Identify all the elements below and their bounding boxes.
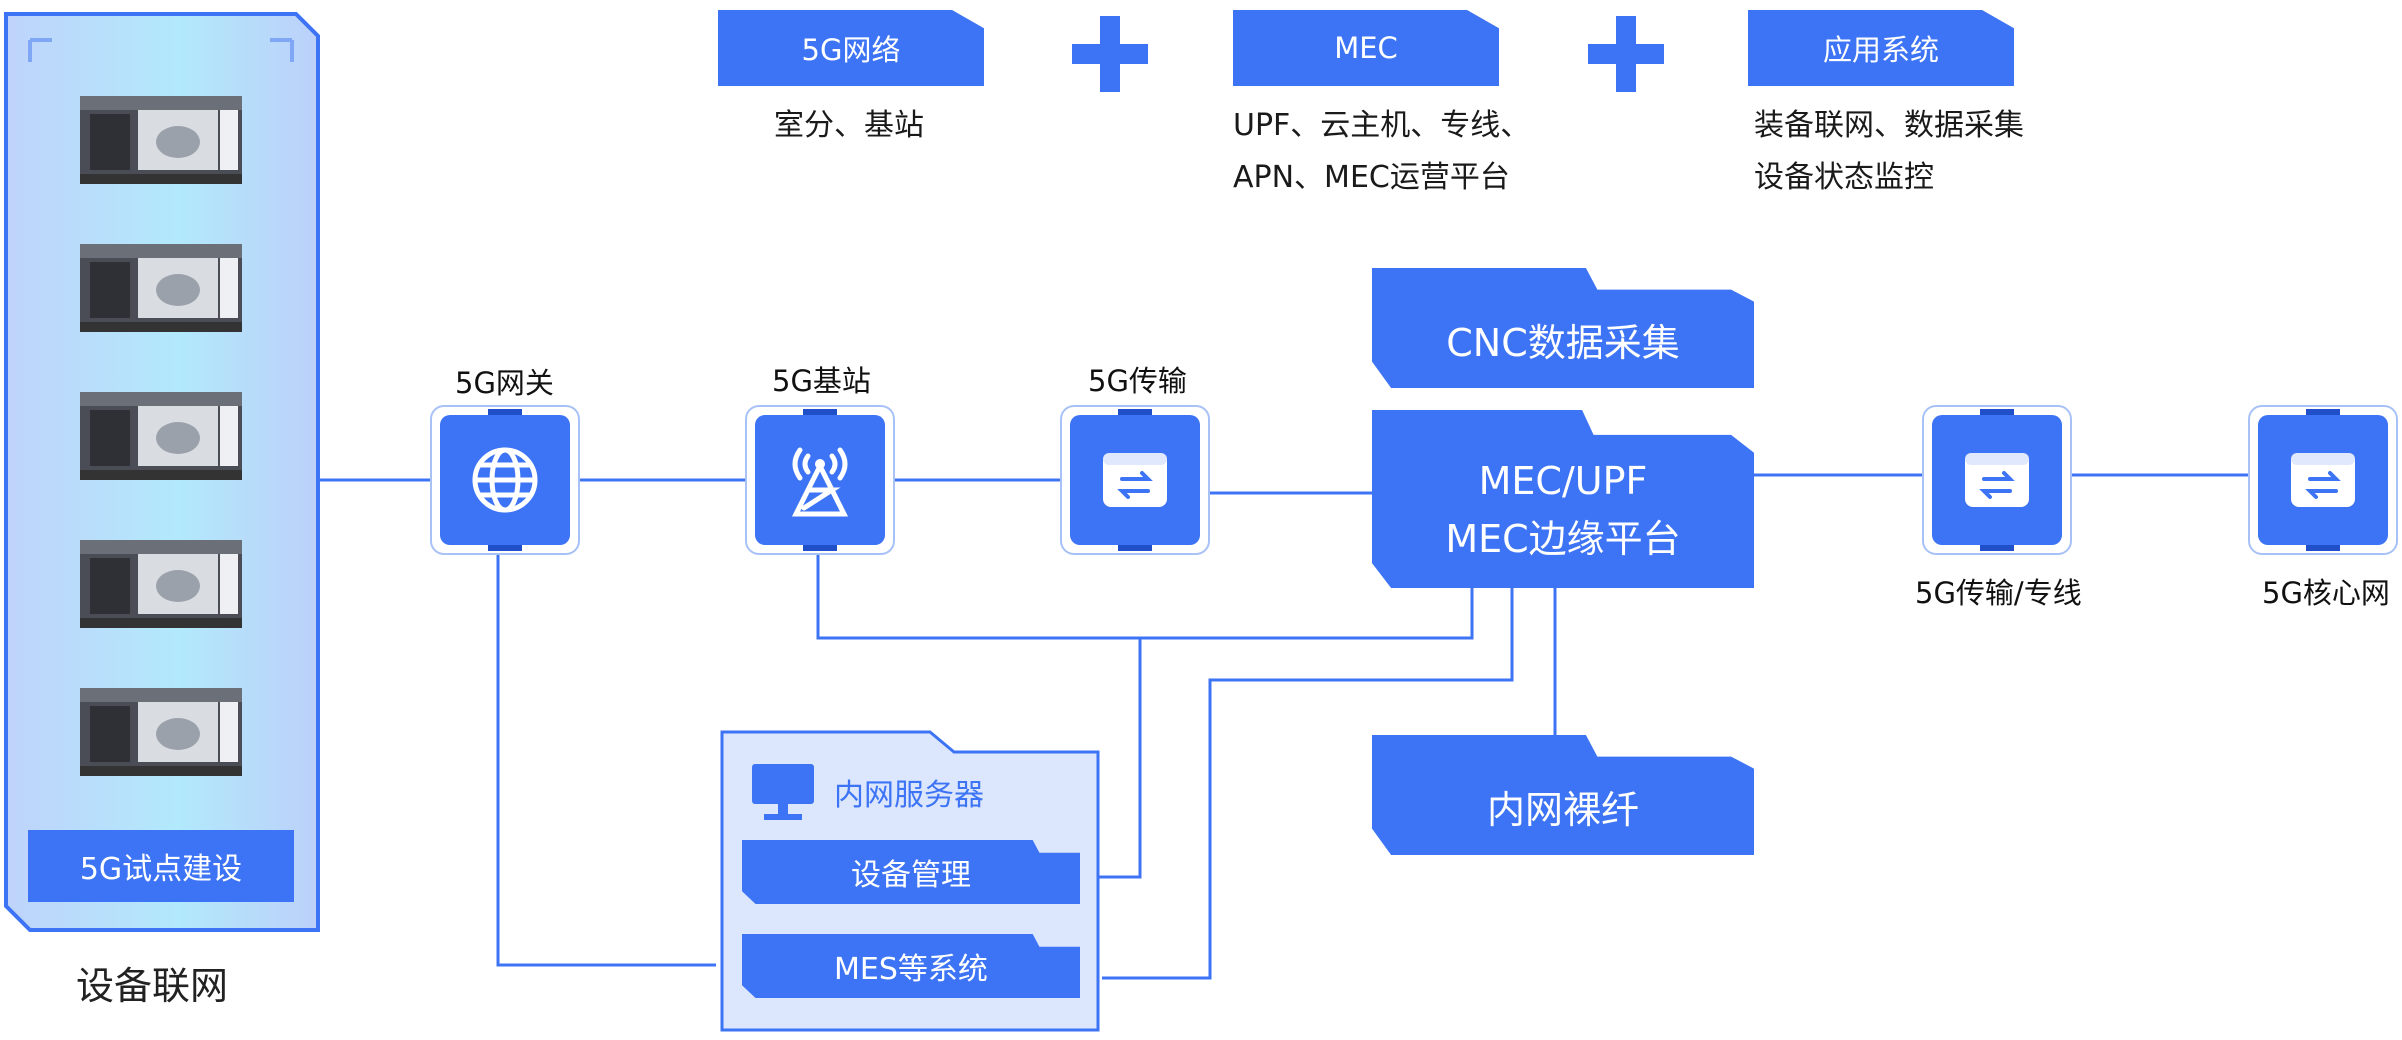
transfer-box-icon: [1103, 453, 1167, 507]
cnc-machine-icon: [80, 244, 242, 332]
top-desc-5g-network: 室分、基站: [774, 108, 924, 143]
core-network-node: [2248, 405, 2398, 555]
monitor-icon: [752, 764, 814, 820]
equipment-caption: 设备联网: [76, 964, 229, 1008]
cnc-machine-icon: [80, 96, 242, 184]
mec-platform-box: MEC/UPF MEC边缘平台: [1372, 410, 1754, 588]
top-desc-mec: UPF、云主机、专线、 APN、MEC运营平台: [1233, 108, 1531, 195]
transfer-box-icon: [1965, 453, 2029, 507]
server-title: 内网服务器: [834, 778, 984, 813]
cnc-machine-icon: [80, 688, 242, 776]
globe-icon: [472, 447, 538, 513]
cnc-machine-icon: [80, 540, 242, 628]
base-station-node: [745, 405, 895, 555]
transport-node: [1060, 405, 1210, 555]
cnc-machine-icon: [80, 392, 242, 480]
mes-system-button[interactable]: MES等系统: [742, 934, 1080, 998]
antenna-icon: [791, 447, 849, 517]
transport-dedicated-node: [1922, 405, 2072, 555]
device-management-button[interactable]: 设备管理: [742, 840, 1080, 904]
transport-label: 5G传输: [1088, 364, 1187, 398]
core-network-label: 5G核心网: [2262, 576, 2390, 610]
transport-dedicated-label: 5G传输/专线: [1915, 576, 2082, 610]
base-station-label: 5G基站: [772, 364, 871, 398]
top-tag-app-system: 应用系统: [1748, 10, 2014, 86]
top-tag-mec: MEC: [1233, 10, 1499, 86]
top-desc-app-system: 装备联网、数据采集 设备状态监控: [1754, 108, 2024, 195]
pilot-badge: 5G试点建设: [28, 830, 294, 902]
transfer-box-icon: [2291, 453, 2355, 507]
gateway-node: [430, 405, 580, 555]
plus-icon: [1072, 16, 1148, 92]
plus-icon: [1588, 16, 1664, 92]
gateway-label: 5G网关: [455, 366, 554, 400]
top-tag-5g-network: 5G网络: [718, 10, 984, 86]
